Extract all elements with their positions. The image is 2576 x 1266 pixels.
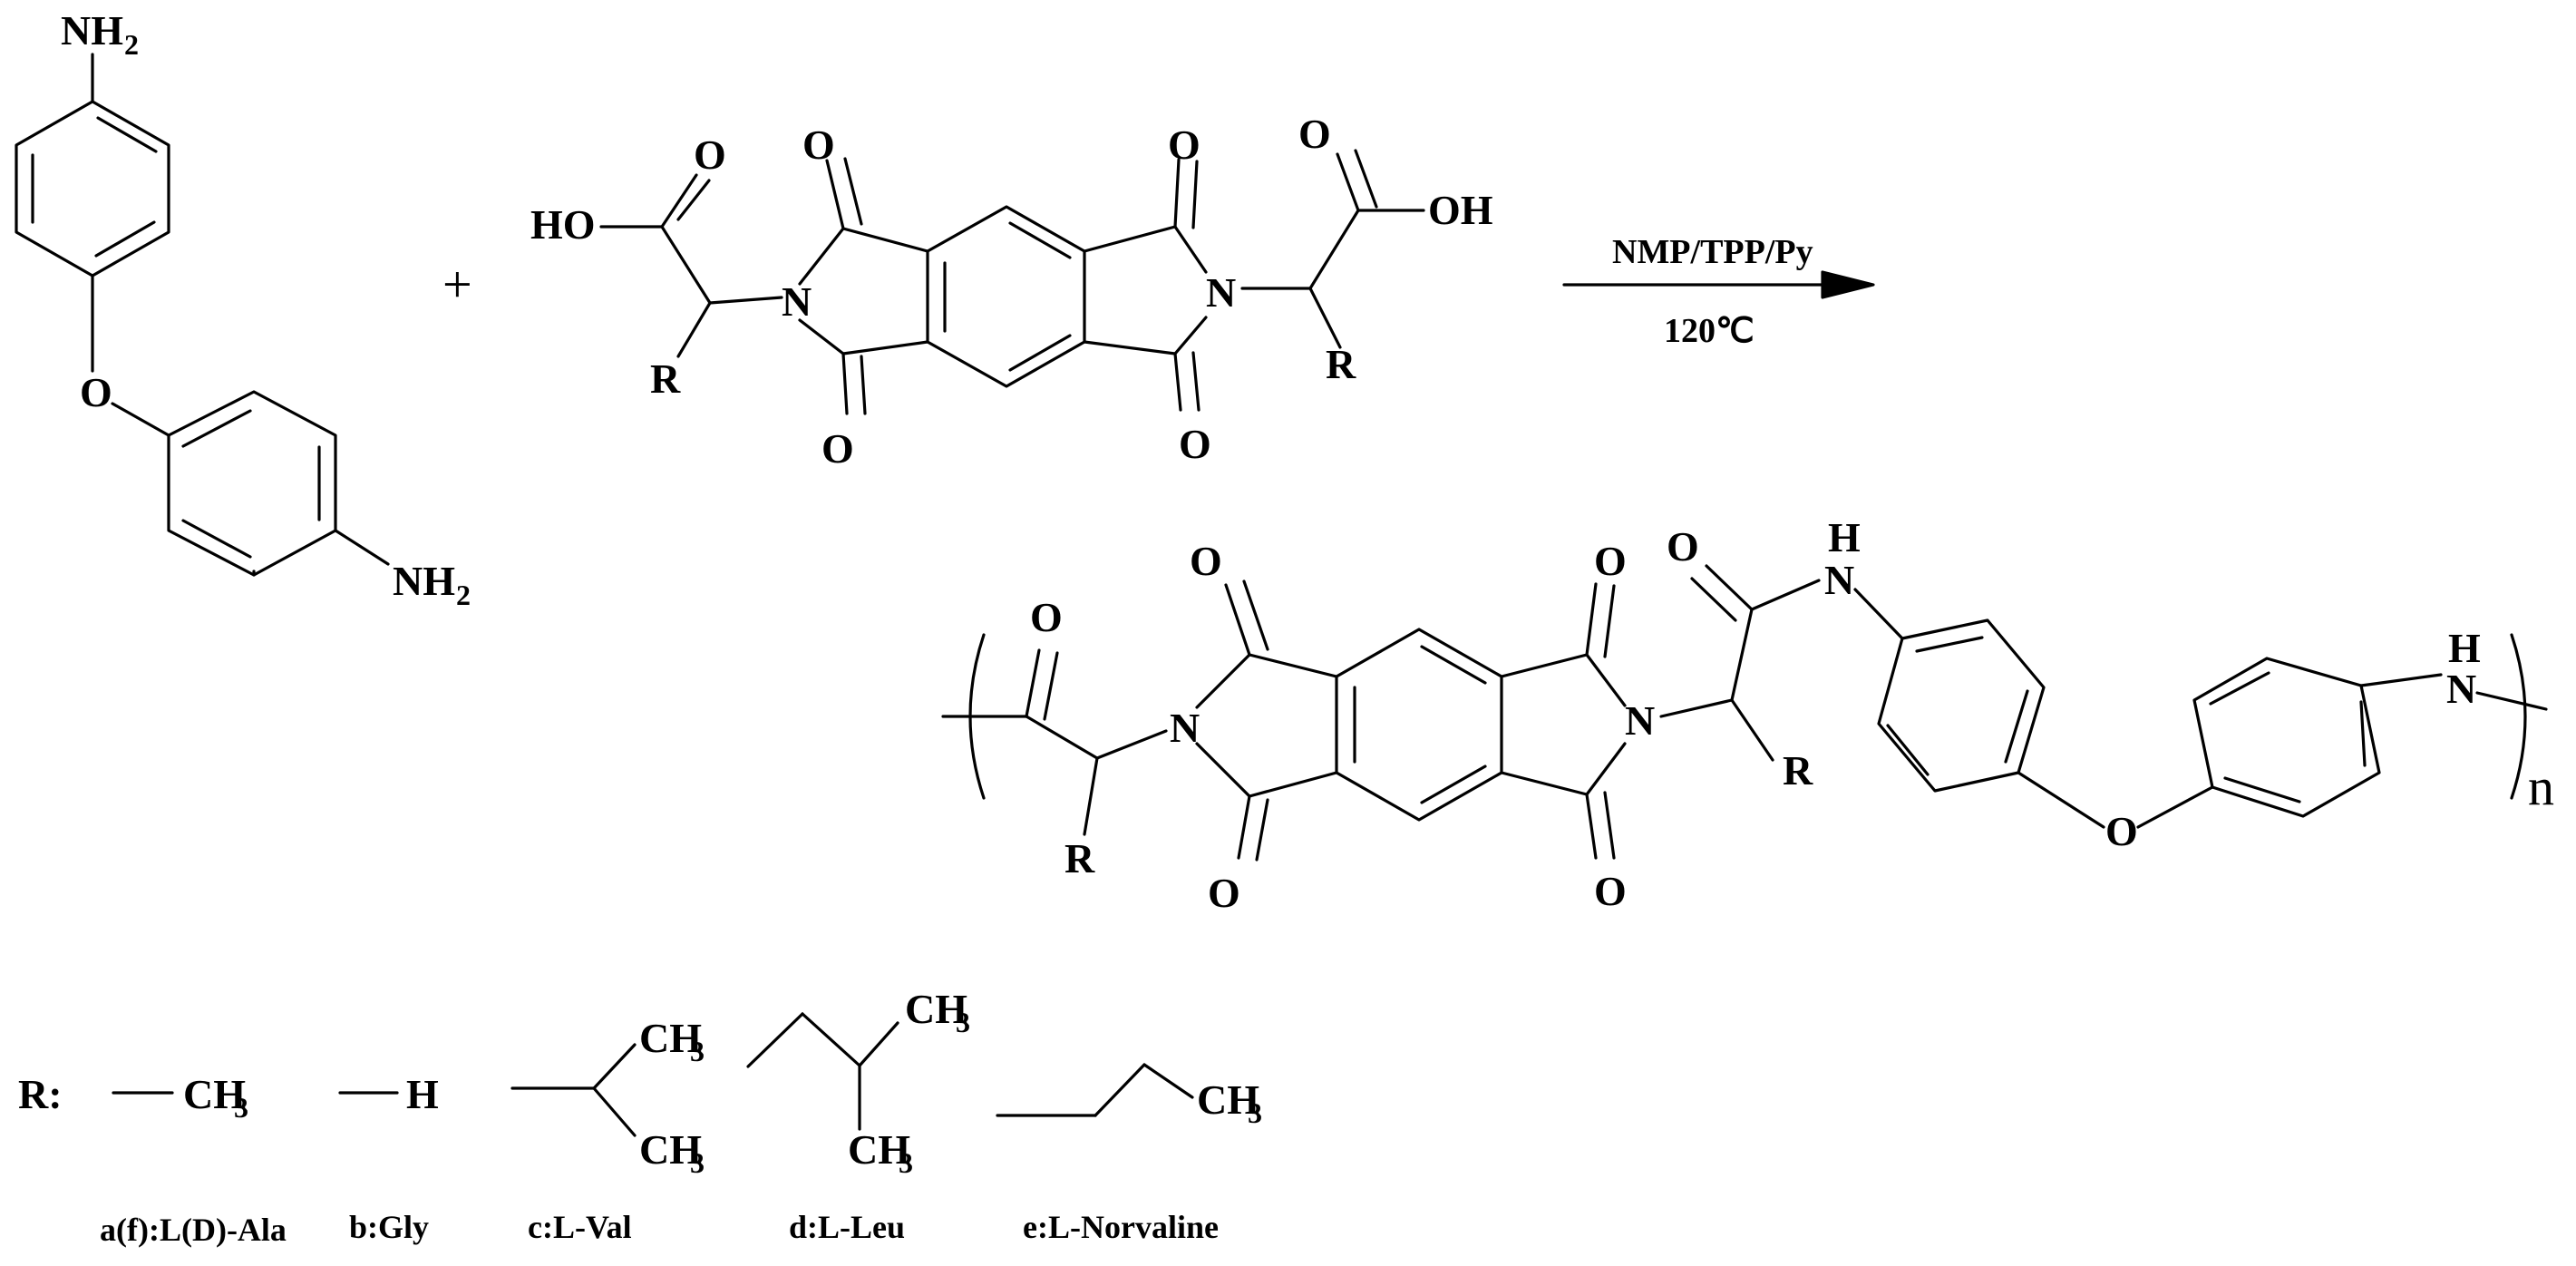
svg-text:H: H: [406, 1071, 439, 1117]
svg-text:CH: CH: [183, 1071, 246, 1117]
product-imide-o-upper-right: O: [1594, 538, 1627, 584]
product-imide-n-right: N: [1625, 697, 1655, 744]
left-acid-carbonyl-o: O: [694, 131, 726, 178]
product-r-left: R: [1064, 835, 1095, 881]
product-imide-o-upper-left: O: [1190, 538, 1222, 584]
r-group-propyl: CH 3: [996, 1063, 1262, 1129]
right-oh-label: OH: [1428, 187, 1493, 233]
right-r-label: R: [1326, 341, 1356, 387]
product-imide-n-left: N: [1170, 705, 1200, 751]
r-group-isobutyl: CH 3 CH 3: [746, 986, 970, 1179]
product-terminal-h: H: [2448, 625, 2481, 671]
svg-text:3: 3: [234, 1091, 248, 1124]
polyamide-imide-product: O R N O O N O O R: [941, 514, 2554, 916]
left-imide-n: N: [782, 278, 812, 325]
top-nh2-label: NH 2: [61, 7, 139, 61]
left-imide-lower-o: O: [821, 425, 854, 472]
product-amide-o: O: [1667, 523, 1699, 570]
r-label-val: c:L-Val: [528, 1209, 632, 1245]
r-label-leu: d:L-Leu: [789, 1209, 905, 1245]
svg-text:3: 3: [1248, 1096, 1262, 1129]
reaction-temperature: 120℃: [1664, 312, 1755, 350]
benzene-ring-lower: [167, 390, 337, 577]
right-imide-lower-o: O: [1179, 421, 1211, 467]
left-r-label: R: [650, 355, 681, 402]
r-label-gly: b:Gly: [349, 1209, 429, 1245]
svg-text:CH: CH: [1197, 1076, 1259, 1123]
right-imide-upper-o: O: [1168, 122, 1201, 168]
r-group-methyl: CH 3: [112, 1071, 248, 1124]
left-ho-label: HO: [530, 201, 596, 248]
svg-text:CH: CH: [639, 1015, 702, 1061]
ether-oxygen-1: O: [80, 369, 112, 415]
r-label-norvaline: e:L-Norvaline: [1023, 1209, 1219, 1245]
svg-text:2: 2: [456, 579, 471, 611]
arrow-head-icon: [1821, 270, 1875, 299]
benzene-ring-upper: [15, 100, 170, 278]
product-imide-o-lower-left: O: [1208, 870, 1240, 916]
svg-text:CH: CH: [639, 1126, 702, 1173]
product-imide-o-lower-right: O: [1594, 868, 1627, 914]
r-group-hydrogen: H: [338, 1071, 439, 1117]
reaction-reagents: NMP/TPP/Py: [1612, 233, 1813, 271]
svg-text:CH: CH: [905, 986, 967, 1032]
right-bracket: [2510, 633, 2527, 800]
svg-text:CH: CH: [848, 1126, 910, 1173]
svg-text:3: 3: [899, 1146, 913, 1179]
r-label-ala: a(f):L(D)-Ala: [100, 1212, 287, 1248]
product-amide-n: N: [1824, 557, 1854, 603]
product-terminal-n: N: [2446, 666, 2476, 712]
plus-sign: +: [442, 255, 472, 314]
product-amide-h: H: [1828, 514, 1861, 560]
product-r-right: R: [1783, 747, 1813, 794]
right-acid-carbonyl-o: O: [1298, 111, 1331, 157]
svg-text:3: 3: [690, 1146, 705, 1179]
diimide-diacid-reactant: HO O R N O O N O O: [530, 111, 1493, 472]
repeat-unit-n: n: [2528, 757, 2554, 816]
svg-text:3: 3: [956, 1006, 970, 1038]
svg-text:2: 2: [124, 28, 139, 61]
svg-text:NH: NH: [393, 558, 455, 604]
diamine-reactant: NH 2 O NH 2: [15, 7, 471, 611]
svg-text:3: 3: [690, 1035, 705, 1067]
bottom-nh2-label: NH 2: [393, 558, 471, 611]
reaction-arrow: NMP/TPP/Py 120℃: [1562, 233, 1875, 350]
right-imide-n: N: [1206, 269, 1236, 316]
left-imide-upper-o: O: [802, 122, 835, 168]
product-carbonyl-o-left: O: [1030, 594, 1063, 640]
r-group-legend: R: CH 3 H CH 3 CH 3 CH 3: [18, 986, 1262, 1248]
product-ether-o: O: [2105, 808, 2138, 854]
svg-text:NH: NH: [61, 7, 123, 54]
r-group-isopropyl: CH 3 CH 3: [510, 1015, 705, 1179]
r-legend-prefix: R:: [18, 1071, 63, 1117]
